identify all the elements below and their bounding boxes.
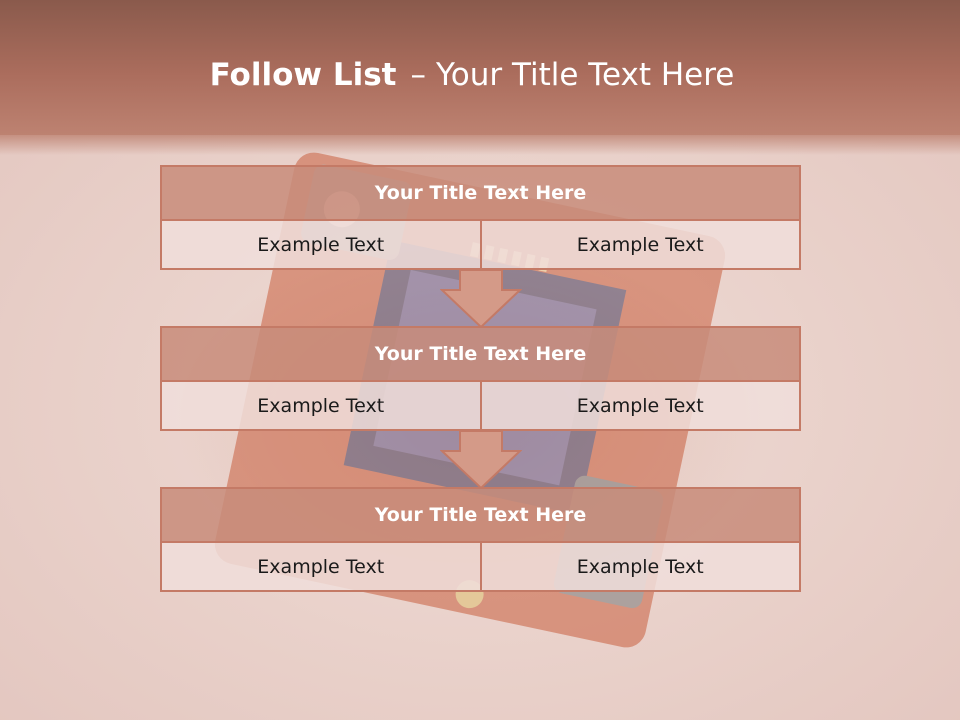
list-block-1: Your Title Text Here Example Text Exampl… [160,165,801,270]
title-bar [0,0,960,155]
block-cell-right: Example Text [479,382,800,429]
block-cell-left: Example Text [257,233,385,256]
title-rest: Your Title Text Here [435,57,735,93]
block-row: Example Text Example Text [160,221,801,270]
list-block-3: Your Title Text Here Example Text Exampl… [160,487,801,592]
block-cell-left: Example Text [257,555,385,578]
list-block-2: Your Title Text Here Example Text Exampl… [160,326,801,431]
block-cell-right: Example Text [479,221,800,268]
block-cell-left: Example Text [257,394,385,417]
block-row: Example Text Example Text [160,382,801,431]
down-arrow-icon [440,270,522,328]
block-cell-right: Example Text [479,543,800,590]
block-title: Your Title Text Here [160,487,801,543]
title-separator: – [410,57,426,93]
block-title: Your Title Text Here [160,326,801,382]
block-row: Example Text Example Text [160,543,801,592]
slide-title: Follow List–Your Title Text Here [0,55,944,95]
down-arrow-icon [440,431,522,489]
block-title: Your Title Text Here [160,165,801,221]
title-bold: Follow List [209,57,397,93]
